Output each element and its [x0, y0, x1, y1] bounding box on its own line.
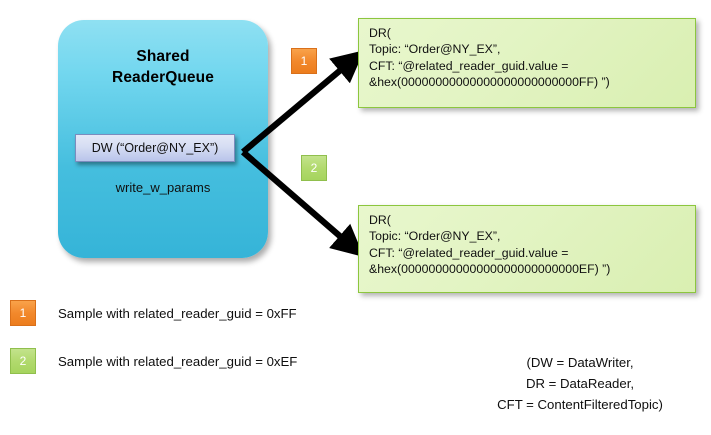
- write-w-params-label: write_w_params: [115, 180, 211, 195]
- abbreviations-legend: (DW = DataWriter, DR = DataReader, CFT =…: [455, 352, 705, 415]
- legend-item-1: 1 Sample with related_reader_guid = 0xFF: [10, 300, 297, 326]
- dr-2-line-3: CFT: “@related_reader_guid.value =: [369, 245, 569, 260]
- legend-label-1: Sample with related_reader_guid = 0xFF: [58, 305, 297, 321]
- abbrev-line-1: (DW = DataWriter,: [526, 355, 634, 370]
- legend-badge-1: 1: [10, 300, 36, 326]
- dr-2-line-2: Topic: “Order@NY_EX”,: [369, 229, 501, 244]
- legend-badge-2: 2: [10, 348, 36, 374]
- legend-label-2: Sample with related_reader_guid = 0xEF: [58, 353, 298, 369]
- abbrev-line-2: DR = DataReader,: [525, 376, 635, 391]
- step-badge-1: 1: [291, 48, 317, 74]
- step-badge-2: 2: [301, 155, 327, 181]
- datareader-box-2: DR( Topic: “Order@NY_EX”, CFT: “@related…: [358, 205, 696, 293]
- dr-2-line-4: &hex(00000000000000000000000000EF) ”): [369, 262, 611, 277]
- dr-1-line-4: &hex(00000000000000000000000000FF) ”): [369, 75, 610, 90]
- shared-reader-queue-title: Shared ReaderQueue: [58, 46, 268, 88]
- legend-item-2: 2 Sample with related_reader_guid = 0xEF: [10, 348, 297, 374]
- datawriter-box: DW (“Order@NY_EX”): [75, 134, 235, 162]
- datareader-box-1: DR( Topic: “Order@NY_EX”, CFT: “@related…: [358, 18, 696, 108]
- queue-title-line-1: Shared: [136, 48, 190, 65]
- dr-2-line-1: DR(: [369, 213, 391, 227]
- dr-1-line-3: CFT: “@related_reader_guid.value =: [369, 58, 569, 73]
- queue-title-line-2: ReaderQueue: [112, 69, 214, 86]
- dr-1-line-2: Topic: “Order@NY_EX”,: [369, 42, 501, 57]
- abbrev-line-3: CFT = ContentFilteredTopic): [497, 397, 663, 412]
- dr-1-line-1: DR(: [369, 26, 391, 40]
